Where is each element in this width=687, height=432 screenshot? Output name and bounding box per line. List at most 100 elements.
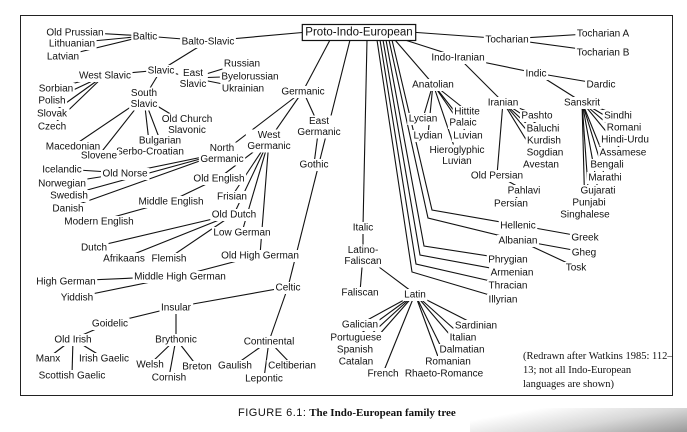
edge-pie-albanian [388,39,519,241]
node-label: Sanskrit [564,98,600,109]
node-label: Brythonic [155,335,197,346]
node-slavic: Slavic [146,65,176,77]
node-pie: Proto-Indo-European [301,23,417,42]
node-label: Old Irish [54,335,91,346]
node-label: Tocharian A [577,29,630,40]
node-galician: Galician [340,319,380,331]
node-lithuanian: Lithuanian [47,38,97,50]
edge-iranian-old_persian [496,101,504,176]
edge-anatolian-lydian [427,83,434,136]
node-old-high-german: Old High German [219,250,301,262]
node-label: Greek [571,233,599,244]
node-label: Portuguese [330,333,382,344]
node-label: Flemish [151,254,186,265]
node-label: Russian [224,59,260,70]
node-label: Luvian [453,131,482,142]
node-label: Celtiberian [268,361,316,372]
node-label: Baltic [133,32,157,43]
node-latvian: Latvian [45,51,81,63]
node-rhaeto: Rhaeto-Romance [403,368,486,380]
node-thracian: Thracian [487,280,529,292]
tree-edges [47,31,626,379]
node-label: Irish Gaelic [79,354,129,365]
node-label: Danish [52,204,83,215]
node-sindhi: Sindhi [602,110,634,122]
node-label: Lithuanian [49,39,95,50]
node-old-prussian: Old Prussian [44,27,106,39]
node-hittite: Hittite [452,106,482,118]
node-goidelic: Goidelic [90,318,130,330]
node-label: Swedish [50,191,88,202]
node-label: Italian [450,333,477,344]
node-sanskrit: Sanskrit [562,97,602,109]
node-toch-b: Tocharian B [575,47,632,59]
node-modern-english: Modern English [62,216,136,228]
node-punjabi: Punjabi [570,197,608,209]
node-label: Albanian [499,236,538,247]
figure-caption: FIGURE 6.1: The Indo-European family tre… [238,407,456,419]
figure-number: FIGURE 6.1: [238,407,307,419]
edge-pie-phrygian [385,39,509,260]
node-label: Spanish [337,345,373,356]
edge-old_dutch-afrikaans [123,213,235,259]
node-gujarati: Gujarati [578,185,618,197]
node-label: Old High German [221,251,299,262]
node-high-german: High German [34,276,98,288]
node-armenian: Armenian [489,267,535,279]
node-label: Marathi [588,173,621,184]
node-label: Iranian [488,98,519,109]
node-italian: Italian [448,332,478,344]
node-greek: Greek [569,232,602,244]
edge-celtic-continental [268,286,289,342]
node-pashto: Pashto [519,110,555,122]
node-label: Serbo-Croatian [116,147,184,158]
node-lepontic: Lepontic [243,373,285,385]
node-romani: Romani [605,122,643,134]
node-celtiberian: Celtiberian [266,360,318,372]
node-tocharian: Tocharian [483,34,531,46]
node-label: Old Prussian [46,28,103,39]
node-label: Hellenic [500,221,536,232]
edge-pie-germanic [302,39,331,92]
node-french: French [365,368,401,380]
node-russian: Russian [222,58,262,70]
node-avestan: Avestan [521,159,561,171]
node-marathi: Marathi [586,172,624,184]
node-label: Icelandic [42,165,81,176]
node-label: Sindhi [604,111,632,122]
node-label: Old Dutch [212,210,256,221]
node-label: Romani [607,123,641,134]
edge-pie-anatolian [394,39,434,85]
node-latin: Latin [402,289,428,301]
node-label: Pahlavi [508,186,541,197]
node-label: Rhaeto-Romance [405,369,484,380]
node-label: Lydian [413,131,442,142]
node-baluchi: Baluchi [525,123,561,135]
node-assamese: Assamese [598,147,649,159]
node-label: Welsh [136,360,164,371]
node-danish: Danish [50,203,86,215]
node-label: Indic [525,69,546,80]
edge-pie-armenian [382,39,513,273]
node-label: Lepontic [245,374,283,385]
edge-pie-hellenic [391,39,519,226]
node-label: Baluchi [527,124,560,135]
node-label: Latin [404,290,426,301]
scan-shadow [470,408,687,432]
edge-old_dutch-flemish [168,213,235,259]
node-romanian: Romanian [423,356,473,368]
node-label: Latvian [47,52,79,63]
node-portuguese: Portuguese [328,332,384,344]
node-serbo-croatian: Serbo-Croatian [114,146,186,158]
node-baltic: Baltic [131,31,159,43]
figure-title: The Indo-European family tree [309,407,456,419]
node-brythonic: Brythonic [153,334,199,346]
node-label: Kurdish [527,136,561,147]
node-label: Yiddish [61,293,93,304]
node-label: Pashto [521,111,553,122]
